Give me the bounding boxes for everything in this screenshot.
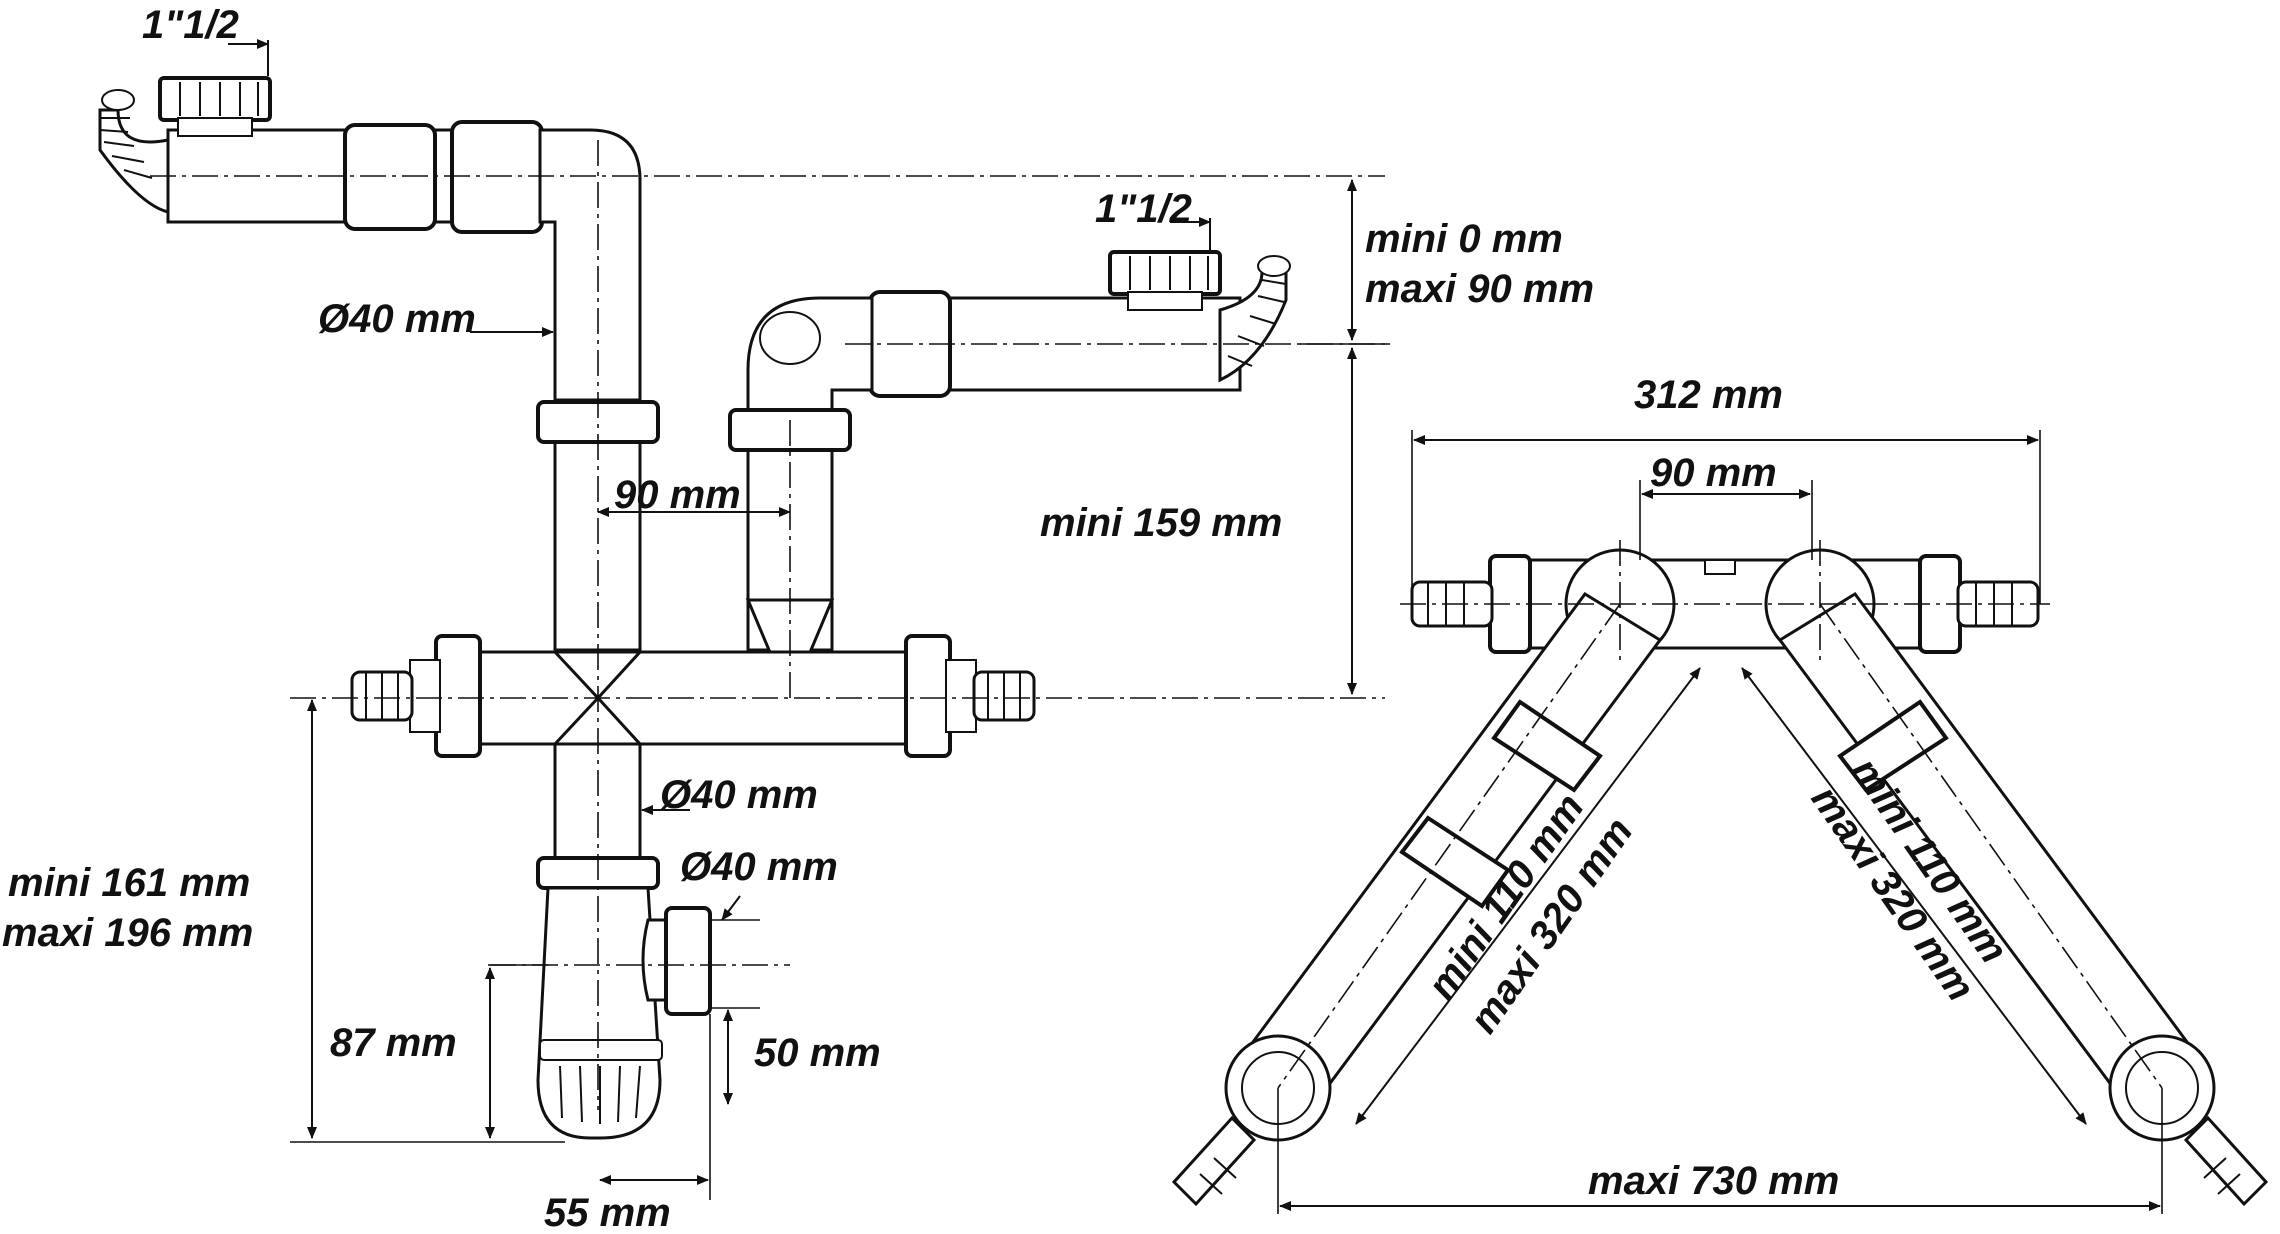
height-offset-max-label: maxi 90 mm <box>1365 267 1594 311</box>
dim-right-arm <box>1741 667 2087 1125</box>
plan-view: 312 mm 90 mm mini 110 mm maxi 320 mm min… <box>1171 373 2269 1214</box>
height-min-label: mini 159 mm <box>1040 501 1282 545</box>
pipe-diameter-lower-label: Ø40 mm <box>660 773 818 817</box>
outlet-height-label: 50 mm <box>754 1031 881 1075</box>
plan-right-arm <box>1777 592 2269 1207</box>
upper-right-inlet-pipe <box>746 250 1291 412</box>
outlet-diameter-label: Ø40 mm <box>680 845 838 889</box>
bottle-trap <box>536 742 712 1140</box>
dim-left-arm <box>1355 667 1701 1125</box>
trap-height-label: 87 mm <box>330 1021 457 1065</box>
elevation-view: 1"1/2 1"1/2 mini 0 mm maxi 90 mm Ø40 mm … <box>2 3 1594 1234</box>
drop-min-label: mini 161 mm <box>8 861 250 905</box>
horizontal-manifold <box>350 634 1036 758</box>
height-offset-min-label: mini 0 mm <box>1365 217 1563 261</box>
thread-label-right: 1"1/2 <box>1095 187 1192 231</box>
plan-spacing-label: 90 mm <box>1650 451 1777 495</box>
inlet-spacing-label: 90 mm <box>614 473 741 517</box>
thread-label-left: 1"1/2 <box>142 3 239 47</box>
plan-width-label: 312 mm <box>1634 373 1783 417</box>
trap-offset-label: 55 mm <box>544 1191 671 1234</box>
plan-total-max-label: maxi 730 mm <box>1588 1159 1839 1203</box>
upper-left-inlet-pipe <box>98 76 642 402</box>
pipe-diameter-upper-label: Ø40 mm <box>318 297 476 341</box>
drop-max-label: maxi 196 mm <box>2 911 253 955</box>
